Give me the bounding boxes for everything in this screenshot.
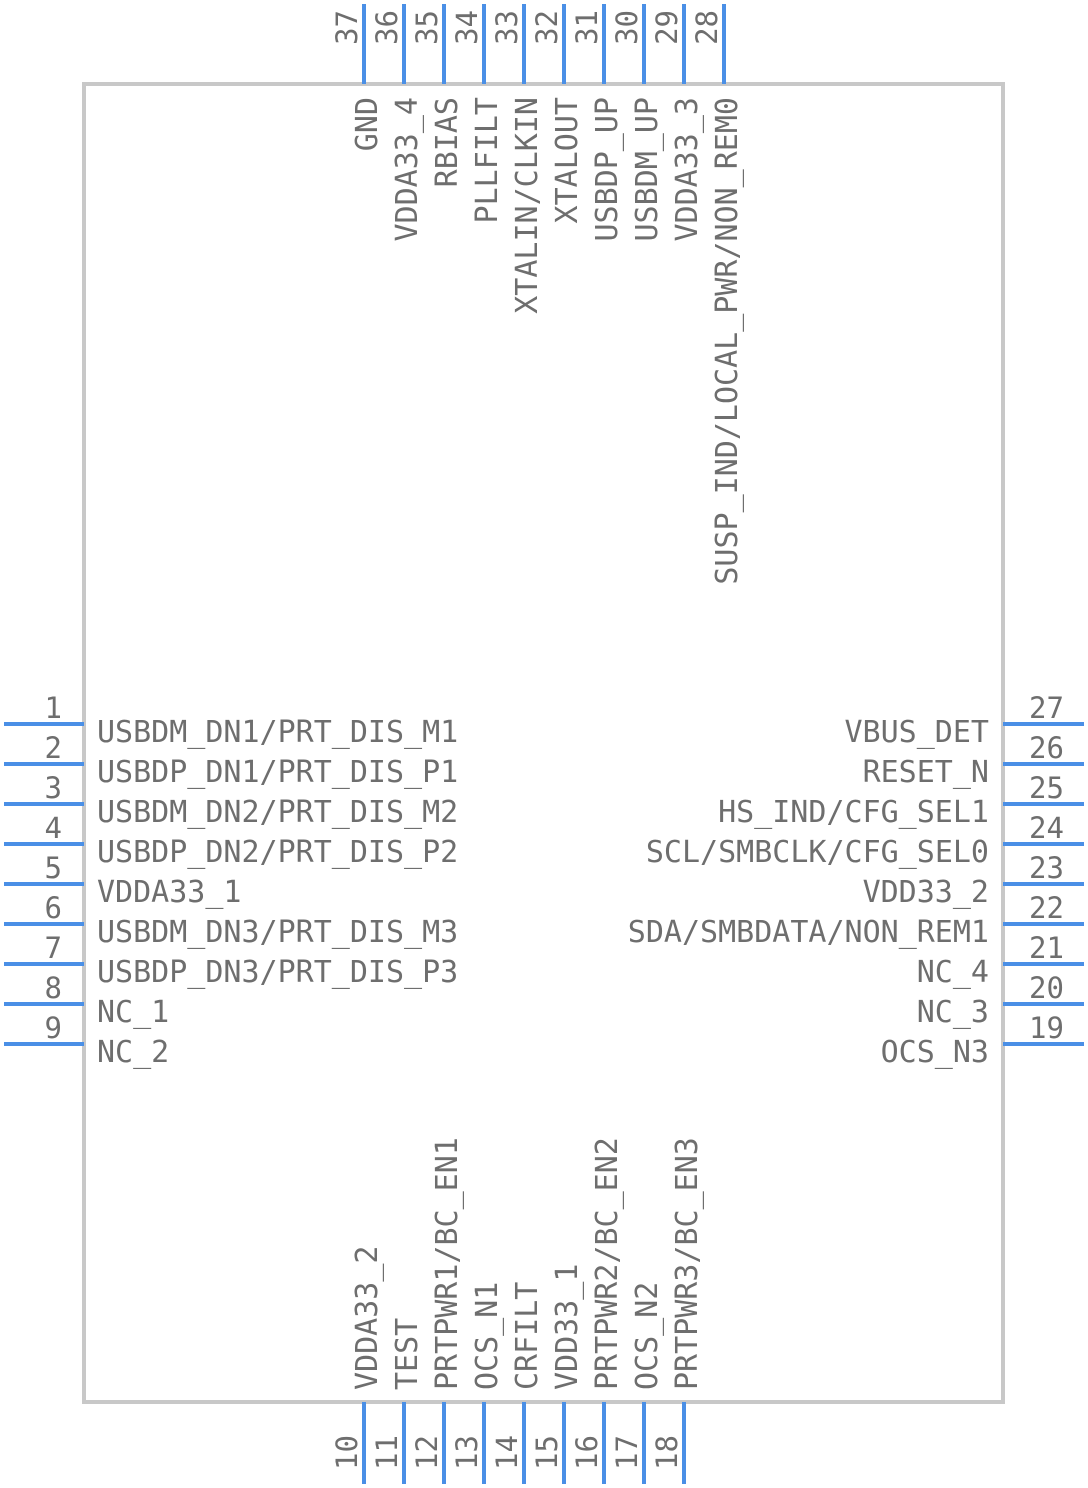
- pin-14-label: CRFILT: [510, 1282, 545, 1390]
- pin-35-number: 35: [410, 10, 444, 45]
- pin-28-number: 28: [690, 10, 724, 45]
- pin-19-number: 19: [1029, 1011, 1064, 1045]
- pin-26-label: RESET_N: [863, 755, 989, 790]
- pin-37-number: 37: [330, 10, 364, 45]
- pin-10-number: 10: [330, 1435, 364, 1470]
- pin-34-number: 34: [450, 10, 484, 45]
- pin-13-label: OCS_N1: [470, 1282, 505, 1390]
- pin-9-label: NC_2: [97, 1035, 169, 1070]
- pin-17-number: 17: [610, 1435, 644, 1470]
- pin-11-label: TEST: [390, 1318, 425, 1390]
- pin-5-number: 5: [45, 851, 62, 885]
- pin-20-label: NC_3: [917, 995, 989, 1030]
- pin-21-label: NC_4: [917, 955, 989, 990]
- pin-28-label: SUSP_IND/LOCAL_PWR/NON_REM0: [710, 97, 745, 585]
- pin-29-number: 29: [650, 10, 684, 45]
- pin-2-number: 2: [45, 731, 62, 765]
- pin-35-label: RBIAS: [430, 97, 465, 187]
- pin-23-label: VDD33_2: [863, 875, 989, 910]
- pin-9-number: 9: [45, 1011, 62, 1045]
- pin-37-label: GND: [350, 97, 385, 151]
- pin-10-label: VDDA33_2: [350, 1246, 385, 1391]
- pin-30-number: 30: [610, 10, 644, 45]
- pin-32-number: 32: [530, 10, 564, 45]
- pin-31-label: USBDP_UP: [590, 97, 625, 242]
- pin-15-number: 15: [530, 1435, 564, 1470]
- pin-2-label: USBDP_DN1/PRT_DIS_P1: [97, 755, 458, 790]
- pin-31-number: 31: [570, 10, 604, 45]
- pin-7-number: 7: [45, 931, 62, 965]
- pin-18-label: PRTPWR3/BC_EN3: [670, 1137, 705, 1390]
- pin-18-number: 18: [650, 1435, 684, 1470]
- pin-6-label: USBDM_DN3/PRT_DIS_M3: [97, 915, 458, 950]
- pin-26-number: 26: [1029, 731, 1064, 765]
- pin-27-label: VBUS_DET: [845, 715, 990, 750]
- pin-15-label: VDD33_1: [550, 1264, 585, 1390]
- pin-13-number: 13: [450, 1435, 484, 1470]
- pin-3-label: USBDM_DN2/PRT_DIS_M2: [97, 795, 458, 830]
- pin-19-label: OCS_N3: [881, 1035, 989, 1070]
- pin-16-number: 16: [570, 1435, 604, 1470]
- chip-body: [82, 82, 1005, 1404]
- pin-32-label: XTALOUT: [550, 97, 585, 223]
- pin-6-number: 6: [45, 891, 62, 925]
- pin-33-number: 33: [490, 10, 524, 45]
- pin-14-number: 14: [490, 1435, 524, 1470]
- pin-17-label: OCS_N2: [630, 1282, 665, 1390]
- pin-22-number: 22: [1029, 891, 1064, 925]
- pin-22-label: SDA/SMBDATA/NON_REM1: [628, 915, 989, 950]
- pin-25-label: HS_IND/CFG_SEL1: [718, 795, 989, 830]
- pin-24-number: 24: [1029, 811, 1064, 845]
- pin-36-label: VDDA33_4: [390, 97, 425, 242]
- pin-5-label: VDDA33_1: [97, 875, 242, 910]
- pin-12-number: 12: [410, 1435, 444, 1470]
- pin-34-label: PLLFILT: [470, 97, 505, 223]
- pin-30-label: USBDM_UP: [630, 97, 665, 242]
- pin-8-label: NC_1: [97, 995, 169, 1030]
- pin-8-number: 8: [45, 971, 62, 1005]
- pin-3-number: 3: [45, 771, 62, 805]
- pin-1-number: 1: [45, 691, 62, 725]
- pin-24-label: SCL/SMBCLK/CFG_SEL0: [646, 835, 989, 870]
- pin-12-label: PRTPWR1/BC_EN1: [430, 1137, 465, 1390]
- pin-1-label: USBDM_DN1/PRT_DIS_M1: [97, 715, 458, 750]
- pin-4-label: USBDP_DN2/PRT_DIS_P2: [97, 835, 458, 870]
- pin-27-number: 27: [1029, 691, 1064, 725]
- pin-33-label: XTALIN/CLKIN: [510, 97, 545, 314]
- pin-16-label: PRTPWR2/BC_EN2: [590, 1137, 625, 1390]
- pin-25-number: 25: [1029, 771, 1064, 805]
- pin-29-label: VDDA33_3: [670, 97, 705, 242]
- pin-20-number: 20: [1029, 971, 1064, 1005]
- pin-11-number: 11: [370, 1435, 404, 1470]
- pin-4-number: 4: [45, 811, 62, 845]
- pin-21-number: 21: [1029, 931, 1064, 965]
- pin-36-number: 36: [370, 10, 404, 45]
- pin-7-label: USBDP_DN3/PRT_DIS_P3: [97, 955, 458, 990]
- pin-23-number: 23: [1029, 851, 1064, 885]
